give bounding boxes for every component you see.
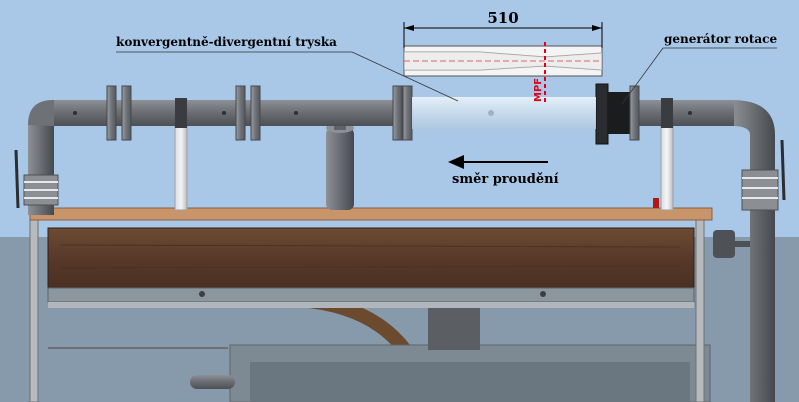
generator-leader-line bbox=[621, 47, 664, 105]
flange-generator bbox=[595, 83, 640, 145]
nozzle-glass bbox=[412, 97, 596, 129]
clamp bbox=[175, 98, 187, 128]
dimension-value: 510 bbox=[487, 9, 518, 27]
dimension-annotation: 510 bbox=[403, 9, 603, 48]
nozzle-leader-line bbox=[351, 51, 459, 102]
left-pipe bbox=[14, 100, 60, 215]
flange-pair-2 bbox=[235, 85, 261, 141]
flow-direction-arrow bbox=[448, 155, 548, 169]
generator-label: generátor rotace bbox=[664, 32, 777, 46]
nozzle-label: konvergentně-divergentní tryska bbox=[116, 35, 337, 49]
vessel bbox=[326, 112, 354, 210]
main-pipe-right bbox=[630, 100, 734, 126]
nozzle-inset: MPF bbox=[403, 42, 603, 102]
clamp bbox=[661, 98, 673, 128]
lower-frame bbox=[190, 305, 711, 402]
flange-nozzle-inlet bbox=[392, 85, 413, 141]
wood-panel bbox=[47, 227, 695, 289]
table bbox=[29, 207, 713, 402]
support-post bbox=[174, 124, 188, 211]
mpf-label: MPF bbox=[533, 78, 544, 102]
table-top bbox=[29, 207, 713, 221]
support-post bbox=[660, 124, 674, 211]
flow-direction-label: směr proudění bbox=[452, 172, 559, 187]
right-pipe bbox=[713, 100, 786, 402]
red-marker bbox=[653, 198, 659, 208]
flange-pair-1 bbox=[106, 85, 132, 141]
